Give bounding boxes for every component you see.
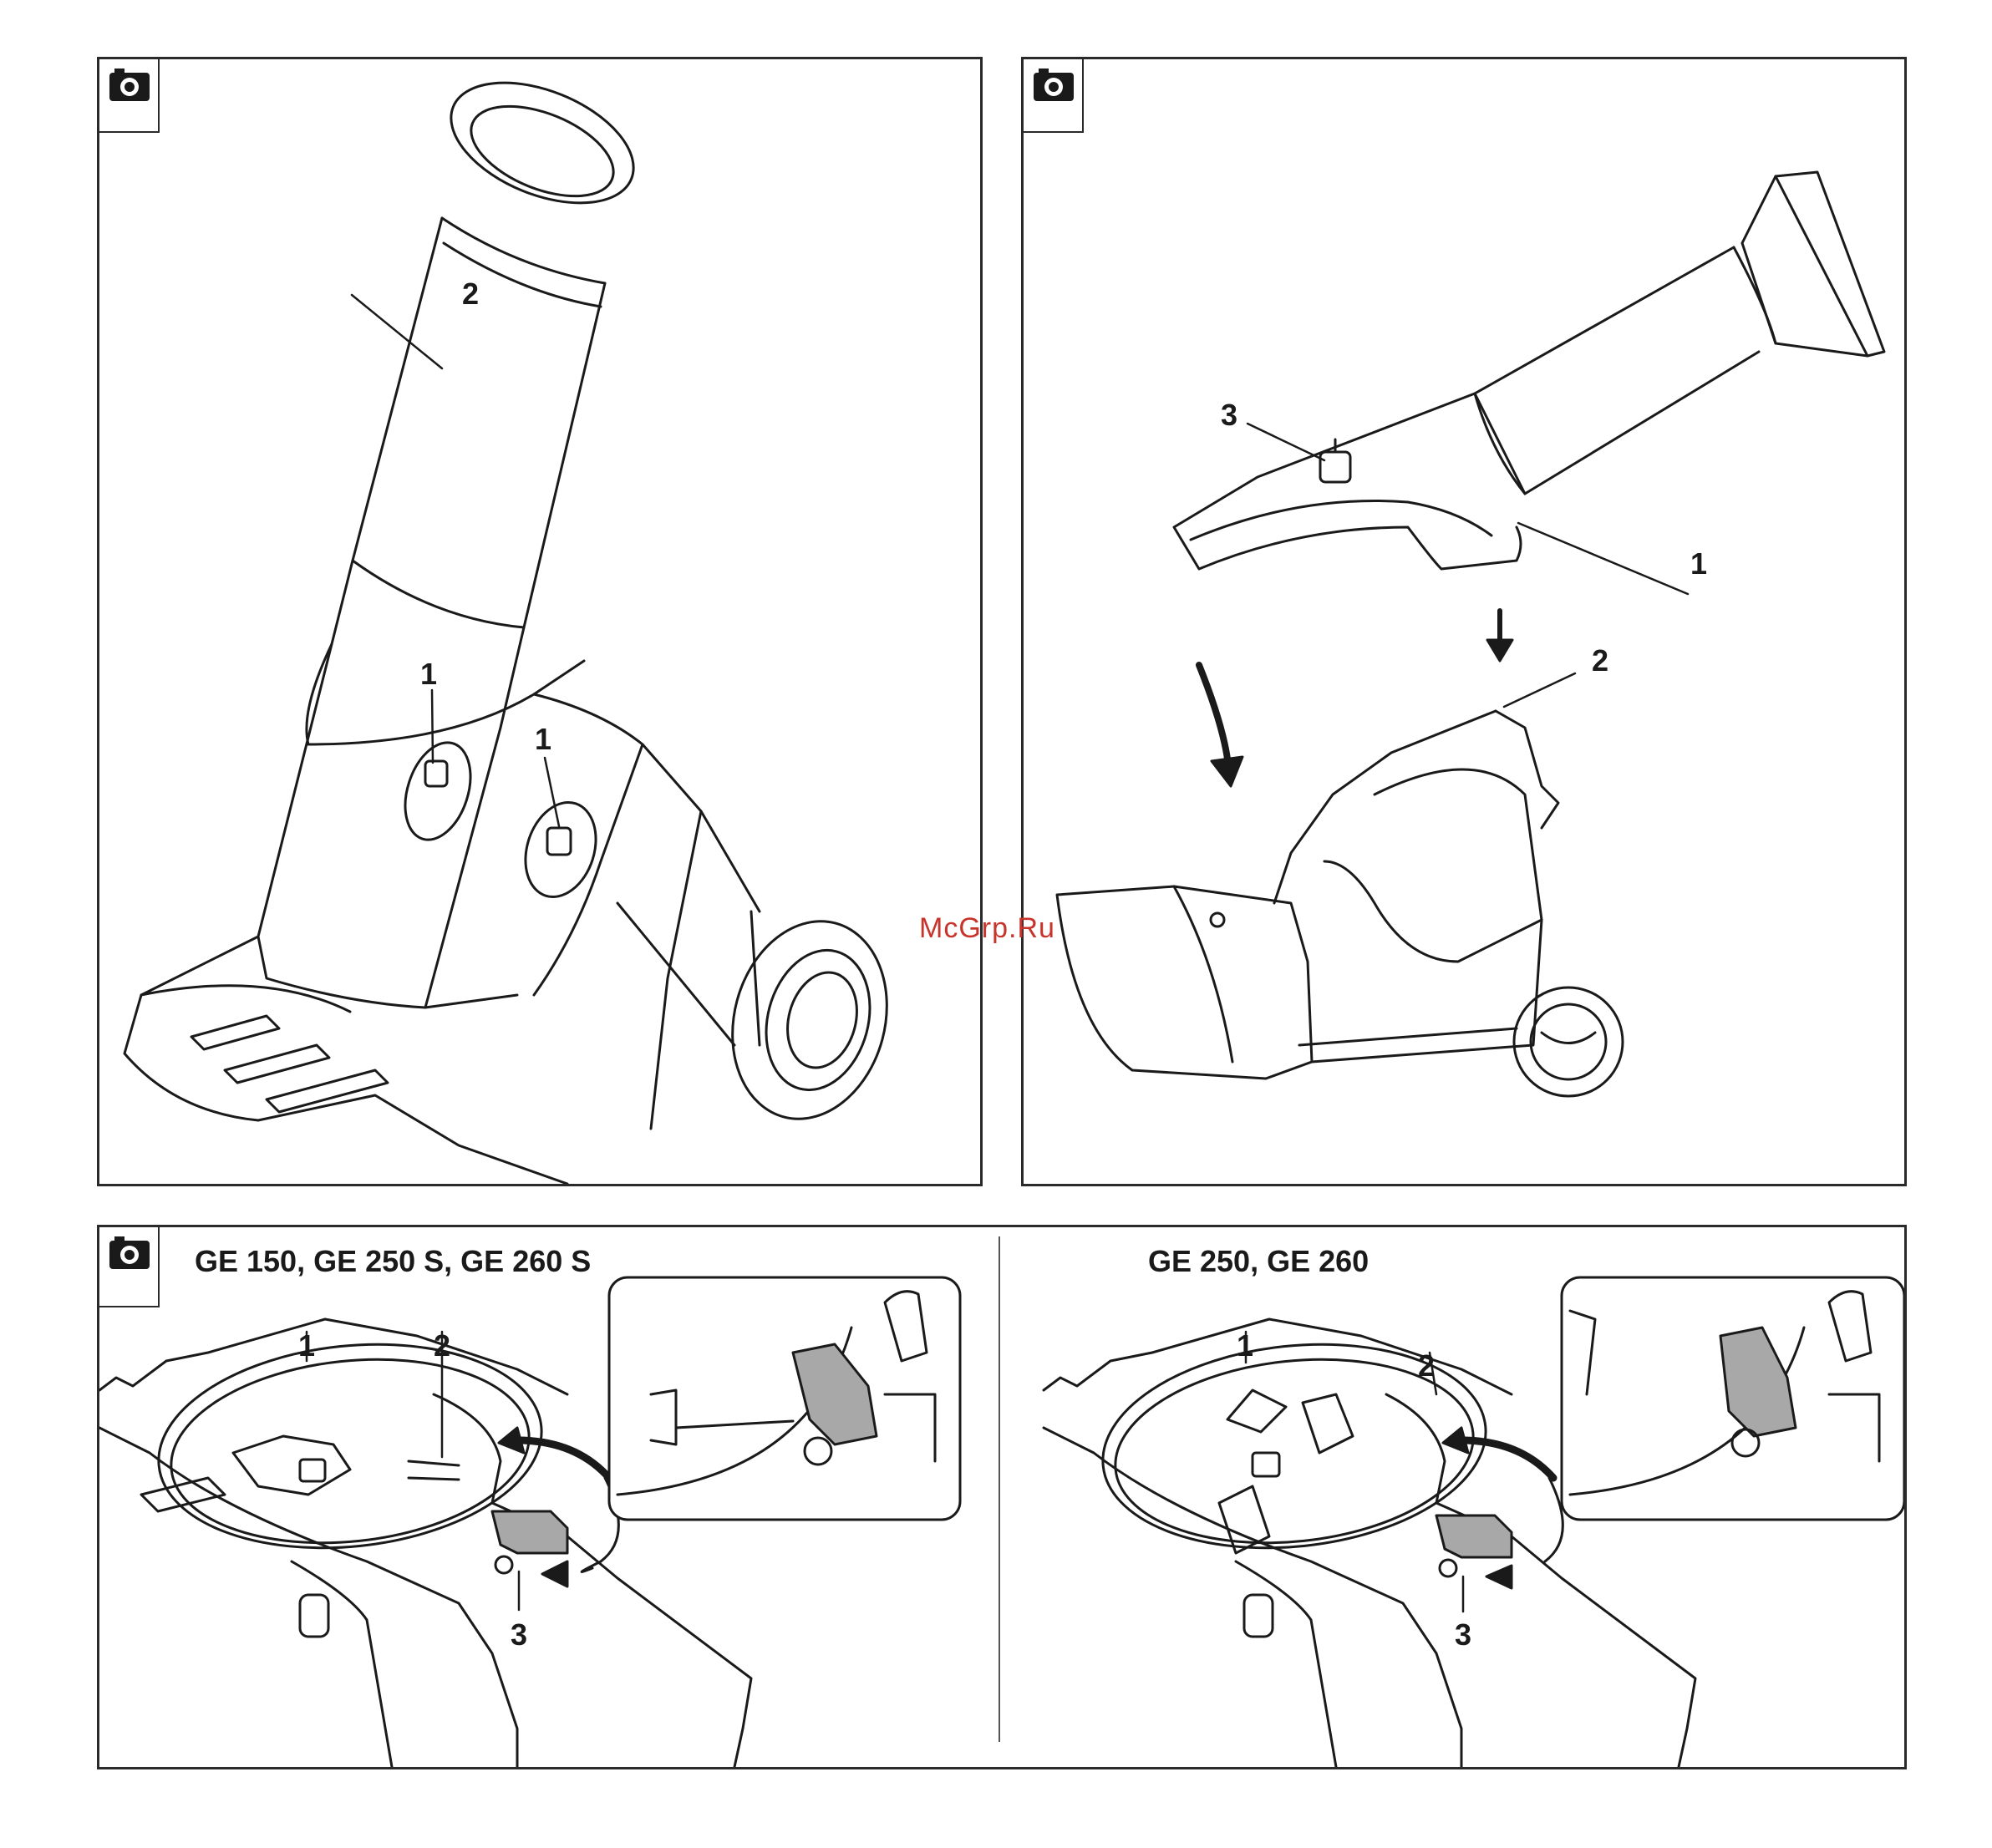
hopper-mounting-illustration <box>1024 59 1904 1184</box>
shredder-hopper-illustration <box>99 59 980 1184</box>
blade-disc-illustration <box>99 1227 1904 1767</box>
callout-2: 2 <box>1592 646 1608 676</box>
callout-1-left: 1 <box>420 659 437 689</box>
callout-1: 1 <box>1690 549 1707 579</box>
callout-2-left: 2 <box>434 1331 450 1361</box>
callout-2-right: 2 <box>1418 1351 1435 1381</box>
callout-2: 2 <box>462 279 479 309</box>
model-divider <box>999 1236 1000 1742</box>
callout-1-right: 1 <box>535 724 551 754</box>
callout-1-right: 1 <box>1237 1331 1253 1361</box>
watermark: McGrp.Ru <box>919 912 1055 945</box>
callout-3-right: 3 <box>1455 1620 1471 1650</box>
panel-top-right: 3 1 2 <box>1021 57 1907 1186</box>
panel-bottom: GE 150, GE 250 S, GE 260 S GE 250, GE 26… <box>97 1225 1907 1769</box>
callout-3: 3 <box>1221 400 1237 430</box>
panel-top-left: 2 1 1 <box>97 57 983 1186</box>
callout-1-left: 1 <box>298 1331 315 1361</box>
callout-3-left: 3 <box>511 1620 527 1650</box>
